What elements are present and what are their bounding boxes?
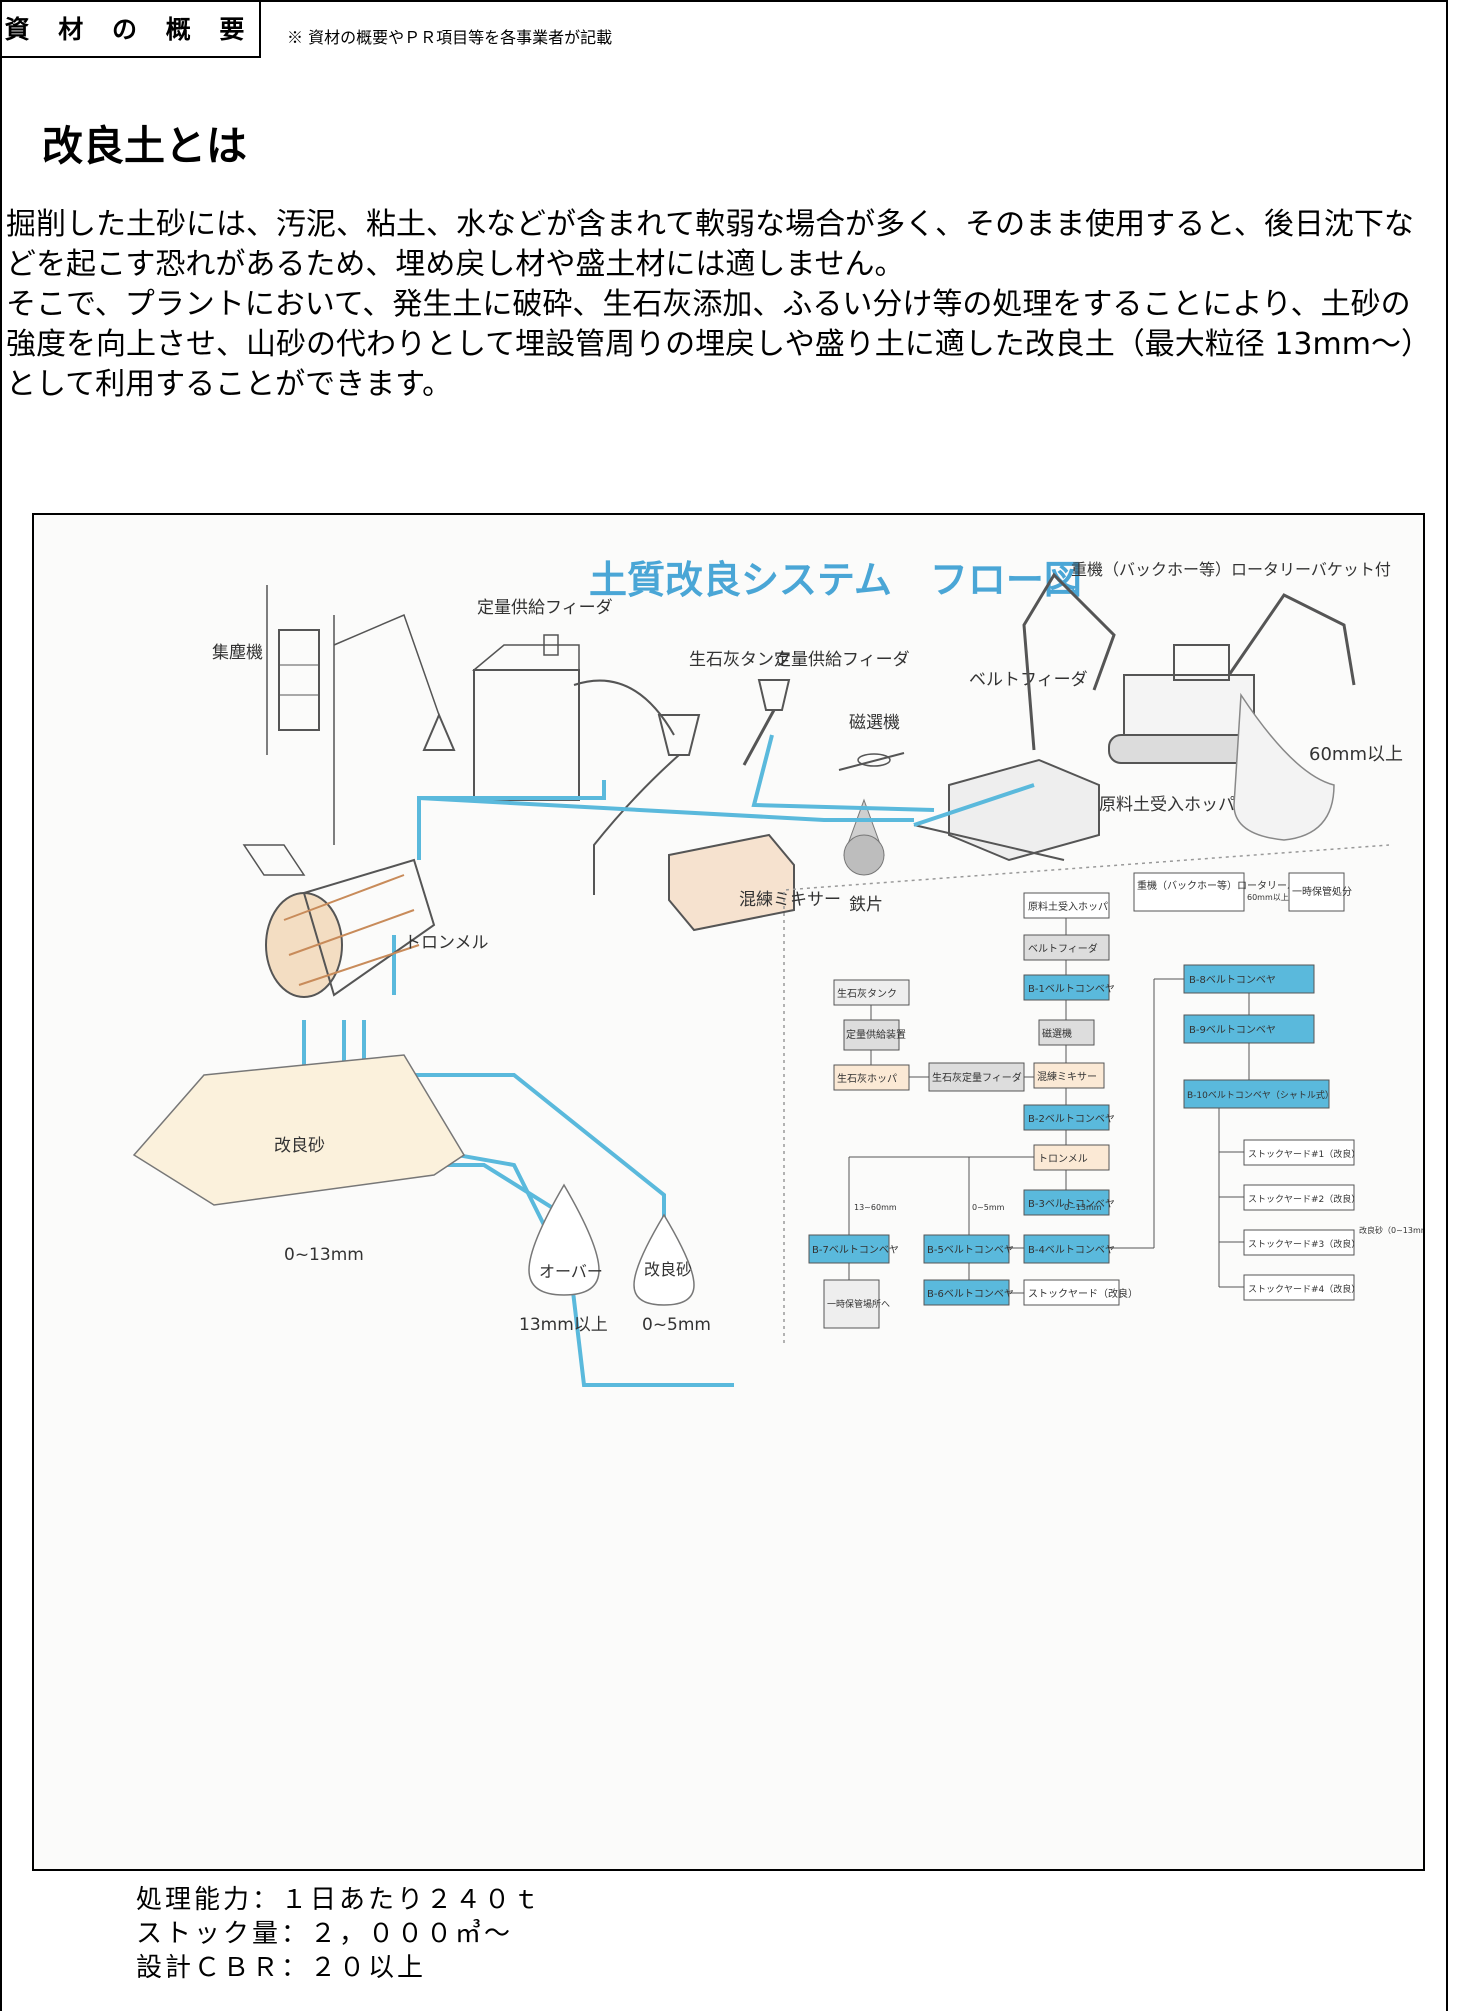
flow-box-label: B-4ベルトコンベヤ: [1028, 1244, 1115, 1256]
flow-box: [1133, 872, 1245, 912]
flow-diagram: 土質改良システム フロー図 集塵機 定量供給フィーダ 生石灰タンク: [132, 558, 1425, 1387]
flow-box-label: 生石灰ホッパ: [837, 1072, 897, 1085]
flow-box: [843, 1019, 900, 1051]
label-over-range: 13mm以上: [519, 1315, 608, 1335]
flow-note: 0~13mm: [1064, 1203, 1102, 1212]
flow-box-label: トロンメル: [1038, 1154, 1088, 1165]
flow-box-label: ストックヤード#2（改良）: [1248, 1193, 1360, 1205]
flow-box-label: 重機（バックホー等）ロータリーバケット付: [1137, 879, 1337, 892]
flow-box-label: ストックヤード#4（改良）: [1248, 1283, 1360, 1295]
label-magnetic: 磁選機: [849, 713, 900, 733]
body-text: 掘削した土砂には、汚泥、粘土、水などが含まれて軟弱な場合が多く、そのまま使用する…: [6, 205, 1436, 405]
flow-box: [1033, 1062, 1105, 1089]
spec-capacity: 処理能力：１日あたり２４０ｔ: [136, 1885, 543, 1915]
header-note: ※ 資材の概要やＰＲ項目等を各事業者が記載: [287, 28, 613, 47]
belt-feeder: [913, 758, 1100, 862]
flow-box: [1033, 1144, 1110, 1171]
paragraph: 掘削した土砂には、汚泥、粘土、水などが含まれて軟弱な場合が多く、そのまま使用する…: [6, 207, 1414, 282]
label-quicklime-feeder: 定量供給フィーダ: [774, 650, 910, 670]
flow-connectors: [848, 918, 1250, 1294]
flow-box-label: 原料土受入ホッパ: [1028, 900, 1108, 913]
spec-list: 処理能力：１日あたり２４０ｔ ストック量：２，０００㎥〜 設計ＣＢＲ：２０以上: [136, 1883, 542, 1985]
diagram-title: 土質改良システム フロー図: [589, 558, 1082, 602]
flow-note: 0~5mm: [972, 1203, 1005, 1212]
flow-box: [1243, 1184, 1355, 1211]
flow-box: [1243, 1274, 1355, 1301]
spec-cbr: 設計ＣＢＲ：２０以上: [136, 1953, 427, 1983]
trommel: [242, 844, 436, 998]
flow-box-label: 一時保管場所へ: [827, 1298, 890, 1310]
magnetic-separator: [838, 752, 905, 876]
flow-chart: 重機（バックホー等）ロータリーバケット付 一時保管処分 60mm以上 原料土受入…: [808, 872, 1425, 1329]
flow-box-label: B-10ベルトコンベヤ（シャトル式）: [1187, 1089, 1334, 1101]
mixer: [668, 833, 795, 932]
flow-box-label: ストックヤード#3（改良）: [1248, 1238, 1360, 1250]
flow-note: 60mm以上: [1247, 893, 1289, 902]
flow-box: [1183, 1079, 1330, 1109]
flow-box: [823, 1279, 880, 1329]
label-over60: 60mm以上: [1309, 744, 1403, 765]
flow-note: 13~60mm: [854, 1203, 897, 1212]
label-over: オーバー: [539, 1262, 603, 1281]
flow-note: 改良砂（0~13mm）: [1359, 1225, 1425, 1235]
label-improved-sand: 改良砂: [274, 1136, 325, 1156]
flow-box-label: B-1ベルトコンベヤ: [1028, 983, 1115, 995]
label-range-0-13: 0~13mm: [284, 1245, 364, 1265]
flow-box-label: B-2ベルトコンベヤ: [1028, 1113, 1115, 1125]
flow-box: [923, 1279, 1010, 1306]
flow-box-label: 生石灰定量フィーダ: [932, 1071, 1022, 1084]
label-quicklime-tank: 生石灰タンク: [689, 650, 791, 670]
flow-box-label: ストックヤード#1（改良）: [1248, 1148, 1360, 1160]
flow-box-label: B-6ベルトコンベヤ: [927, 1288, 1014, 1300]
section-tag: 資 材 の 概 要: [0, 0, 261, 58]
page-title: 改良土とは: [42, 122, 247, 170]
flow-box-label: ストックヤード（改良）: [1028, 1287, 1138, 1300]
flow-diagram-figure: 土質改良システム フロー図 集塵機 定量供給フィーダ 生石灰タンク: [32, 513, 1425, 1871]
output-piles: [132, 1054, 695, 1306]
flow-box: [928, 1062, 1025, 1092]
flow-box-label: B-5ベルトコンベヤ: [927, 1244, 1014, 1256]
flow-box: [923, 1234, 1010, 1264]
paragraph: そこで、プラントにおいて、発生土に破砕、生石灰添加、ふるい分け等の処理をすること…: [6, 287, 1431, 402]
label-raw-hopper: 原料土受入ホッパ: [1099, 795, 1235, 815]
flow-box-label: 生石灰タンク: [837, 987, 897, 1000]
excavator-illustration: [1022, 572, 1356, 841]
spec-stock: ストック量：２，０００㎥〜: [136, 1919, 514, 1949]
dust-collector: [266, 585, 456, 845]
quicklime-feeder: [742, 679, 791, 766]
label-dust-collector: 集塵機: [212, 643, 263, 663]
quantitative-feeder: [471, 634, 580, 801]
flow-box-label: B-9ベルトコンベヤ: [1189, 1024, 1276, 1036]
label-mixer: 混練ミキサー: [739, 890, 841, 910]
label-iron: 鉄片: [849, 895, 883, 915]
label-range-0-5: 0~5mm: [642, 1315, 711, 1335]
flow-box: [1183, 964, 1315, 994]
flow-box: [1243, 1229, 1355, 1256]
flow-box-label: 磁選機: [1042, 1027, 1072, 1040]
quicklime-tank: [573, 679, 701, 895]
flow-box: [1023, 1279, 1120, 1306]
flow-box-label: B-7ベルトコンベヤ: [812, 1244, 899, 1256]
flow-box: [833, 979, 910, 1006]
flow-box-label: 一時保管処分: [1292, 885, 1352, 898]
label-excavator: 重機（バックホー等）ロータリーバケット付: [1071, 560, 1391, 579]
label-improved-sand-small: 改良砂: [644, 1260, 692, 1279]
flow-box: [1023, 1234, 1110, 1264]
flow-box-label: 混練ミキサー: [1037, 1070, 1097, 1083]
flow-box: [1023, 974, 1110, 1001]
flow-box-label: B-3ベルトコンベヤ: [1028, 1198, 1115, 1210]
flow-box: [808, 1234, 890, 1264]
flow-box: [1038, 1019, 1095, 1046]
flow-box: [1023, 892, 1110, 919]
flow-box: [1288, 872, 1345, 912]
flow-box: [1023, 1189, 1110, 1216]
label-trommel: トロンメル: [404, 933, 489, 953]
flow-box-label: B-8ベルトコンベヤ: [1189, 974, 1276, 986]
flow-box-label: ベルトフィーダ: [1028, 942, 1098, 955]
flow-box: [1023, 934, 1110, 961]
label-feeder: 定量供給フィーダ: [477, 598, 613, 618]
flow-box-label: 定量供給装置: [846, 1028, 906, 1041]
